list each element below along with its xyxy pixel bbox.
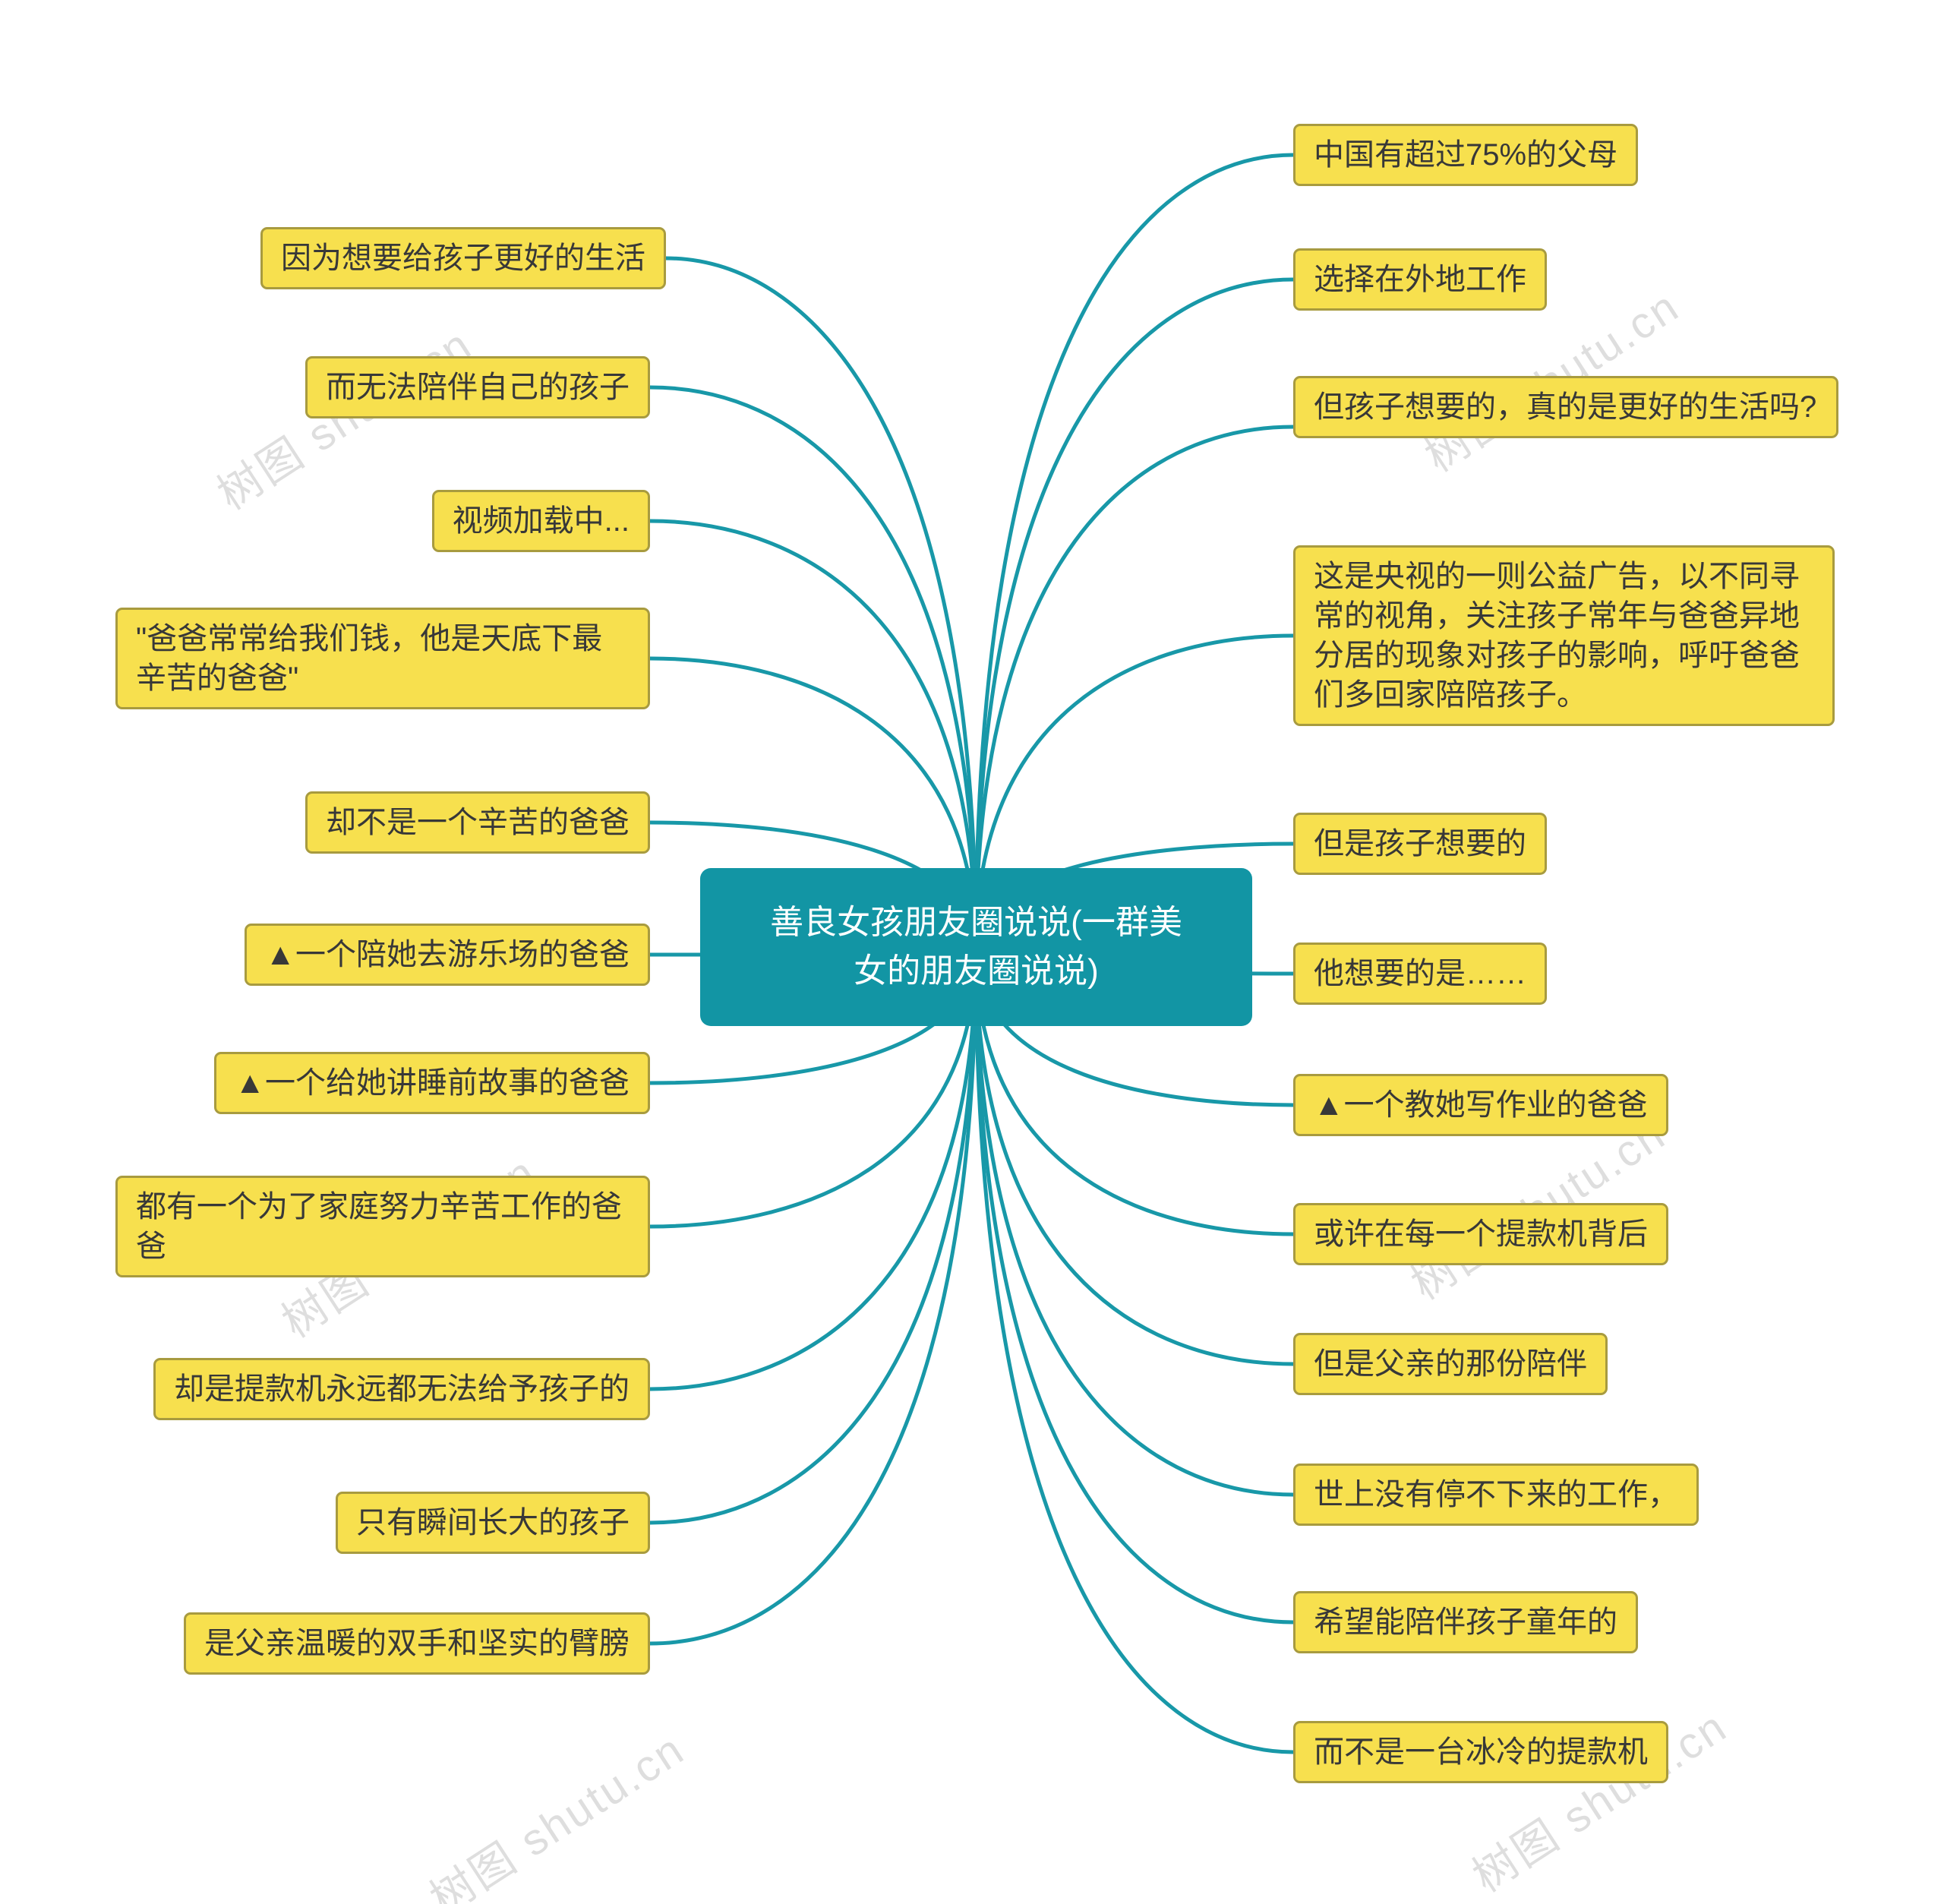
connector-line	[974, 947, 1295, 1754]
mindmap-node-left-5[interactable]: ▲一个陪她去游乐场的爸爸	[245, 924, 650, 986]
mindmap-node-right-11[interactable]: 而不是一台冰冷的提款机	[1293, 1721, 1668, 1783]
mindmap-node-left-0[interactable]: 因为想要给孩子更好的生活	[260, 227, 666, 289]
connector-line	[974, 277, 1295, 952]
connector-line	[974, 153, 1295, 952]
mindmap-node-right-6[interactable]: ▲一个教她写作业的爸爸	[1293, 1074, 1668, 1136]
mindmap-node-left-4[interactable]: 却不是一个辛苦的爸爸	[305, 791, 650, 854]
central-topic-node[interactable]: 善良女孩朋友圈说说(一群美女的朋友圈说说)	[700, 868, 1252, 1026]
watermark: 树图 shutu.cn	[421, 1724, 694, 1904]
connector-line	[648, 385, 978, 952]
connector-line	[974, 947, 1295, 1625]
mindmap-node-right-10[interactable]: 希望能陪伴孩子童年的	[1293, 1591, 1638, 1653]
mindmap-node-right-1[interactable]: 选择在外地工作	[1293, 248, 1547, 311]
mindmap-node-left-7[interactable]: 都有一个为了家庭努力辛苦工作的爸爸	[115, 1176, 650, 1277]
mindmap-node-right-3[interactable]: 这是央视的一则公益广告，以不同寻常的视角，关注孩子常年与爸爸异地分居的现象对孩子…	[1293, 545, 1835, 726]
mindmap-node-right-5[interactable]: 他想要的是……	[1293, 943, 1547, 1005]
mindmap-node-right-8[interactable]: 但是父亲的那份陪伴	[1293, 1333, 1608, 1395]
mindmap-node-left-10[interactable]: 是父亲温暖的双手和坚实的臂膀	[184, 1612, 650, 1675]
connector-line	[648, 947, 978, 1646]
mindmap-node-right-7[interactable]: 或许在每一个提款机背后	[1293, 1203, 1668, 1265]
mindmap-node-left-2[interactable]: 视频加载中...	[431, 490, 650, 552]
mindmap-node-right-4[interactable]: 但是孩子想要的	[1293, 813, 1547, 875]
mindmap-node-left-1[interactable]: 而无法陪伴自己的孩子	[305, 356, 650, 418]
connector-line	[974, 947, 1295, 1497]
mindmap-node-left-9[interactable]: 只有瞬间长大的孩子	[336, 1492, 650, 1554]
connector-line	[664, 256, 978, 952]
connector-line	[648, 947, 978, 1525]
mindmap-node-left-3[interactable]: "爸爸常常给我们钱，他是天底下最辛苦的爸爸"	[115, 608, 650, 709]
mindmap-node-right-0[interactable]: 中国有超过75%的父母	[1293, 124, 1639, 186]
mindmap-node-left-6[interactable]: ▲一个给她讲睡前故事的爸爸	[214, 1052, 650, 1114]
mindmap-node-right-9[interactable]: 世上没有停不下来的工作，	[1293, 1464, 1699, 1526]
mindmap-node-right-2[interactable]: 但孩子想要的，真的是更好的生活吗?	[1293, 376, 1838, 438]
mindmap-node-left-8[interactable]: 却是提款机永远都无法给予孩子的	[153, 1358, 650, 1420]
